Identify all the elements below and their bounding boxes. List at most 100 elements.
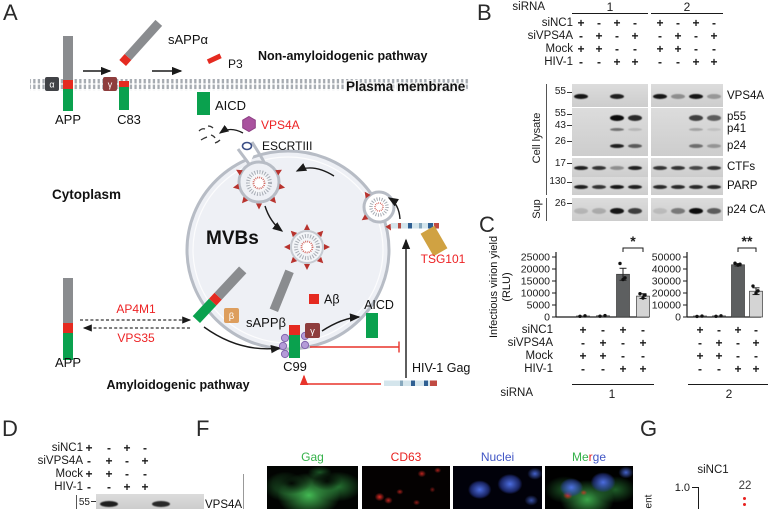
panel-label-d: D — [2, 416, 19, 441]
blot-band — [689, 184, 703, 189]
c-condition-toggle: + — [599, 349, 607, 363]
c-data-point — [583, 314, 587, 318]
blot-band — [574, 207, 588, 214]
plasma-membrane-band — [30, 79, 470, 91]
c-bar — [731, 264, 745, 318]
svg-text:Aβ: Aβ — [324, 293, 340, 307]
sappb-group: β sAPPβ — [192, 266, 294, 330]
hiv1-gag-label: HIV-1 Gag — [412, 361, 470, 375]
c-condition-toggle: + — [579, 323, 587, 337]
b-condition-toggle: + — [631, 29, 639, 43]
blot-band — [689, 94, 703, 100]
b-condition-toggle: + — [631, 55, 639, 69]
d-condition-toggle: + — [141, 454, 149, 468]
mvbs-label: MVBs — [206, 228, 259, 249]
g-data-point — [743, 497, 746, 500]
c-ylabel-line1: Infectious virion yield — [488, 236, 500, 338]
svg-text:APP: APP — [55, 355, 81, 370]
blot-band — [689, 114, 703, 121]
blot-band — [707, 94, 721, 100]
blot-band — [689, 127, 703, 131]
f-merge-label-part: r — [588, 450, 593, 464]
c-ytick-label: 50000 — [652, 252, 681, 264]
blot-band — [610, 94, 624, 100]
sirna-header-label: siRNA — [512, 1, 545, 13]
b-condition-toggle: - — [676, 55, 680, 69]
pocket-gag-spikes — [361, 191, 391, 231]
f-row-bracket — [243, 474, 245, 509]
blot-target-label: CTFs — [727, 161, 756, 173]
c83-group: γ C83 sAPPα — [103, 19, 209, 127]
c-condition-toggle: - — [717, 323, 721, 337]
sirna-group-1: 1 — [606, 0, 614, 14]
svg-text:AICD: AICD — [215, 98, 246, 113]
blot-band — [653, 207, 667, 214]
c-condition-toggle: + — [639, 336, 647, 350]
infectious-virion-charts: Infectious virion yield (RLU) 0500010000… — [488, 233, 763, 338]
b-condition-toggle: + — [595, 42, 603, 56]
b-condition-label: HIV-1 — [544, 56, 573, 68]
blot-target-label: p55 — [727, 111, 747, 124]
c-condition-toggle: - — [601, 362, 605, 376]
kda-marker: 26 — [554, 135, 566, 147]
c-condition-toggle: - — [641, 323, 645, 337]
blot-band — [628, 184, 642, 189]
b-condition-toggle: + — [613, 16, 621, 30]
arrow-gamma-aicd — [321, 313, 361, 332]
d-condition-toggle: - — [87, 454, 91, 468]
b-condition-toggle: - — [579, 29, 583, 43]
c-condition-toggle: - — [581, 336, 585, 350]
g-ylabel-fragment: ent — [643, 494, 655, 509]
d-blot-band — [152, 501, 170, 507]
d-condition-toggle: + — [141, 480, 149, 494]
sappa-label: sAPPα — [168, 32, 209, 47]
blot-image — [651, 158, 723, 177]
g-group-label: siNC1 — [697, 464, 729, 476]
kda-tick — [567, 91, 572, 93]
tsg101-box-icon — [420, 225, 448, 257]
c-condition-toggle: + — [579, 349, 587, 363]
panel-label-b: B — [477, 0, 493, 25]
b-condition-toggle: - — [633, 42, 637, 56]
pathway-diagram: Plasma membrane — [30, 19, 470, 392]
b-condition-toggle: - — [597, 55, 601, 69]
c-ytick-label: 30000 — [652, 276, 681, 288]
app-top-label: APP — [55, 112, 81, 127]
c-condition-toggle: - — [641, 349, 645, 363]
vps35-label: VPS35 — [117, 331, 155, 345]
blot-band — [628, 144, 642, 149]
f-merge-label-part: Me — [571, 450, 589, 464]
c-condition-toggle: - — [736, 349, 740, 363]
d-condition-toggle: + — [123, 480, 131, 494]
b-condition-toggle: + — [595, 29, 603, 43]
blot-band — [707, 165, 721, 170]
blot-target-label: p24 — [727, 139, 747, 152]
blot-band — [610, 114, 624, 121]
c-group1-underline — [572, 384, 654, 386]
c-data-point — [621, 277, 625, 282]
kda-tick — [567, 203, 572, 205]
blot-band — [653, 165, 667, 170]
blot-band — [610, 207, 624, 214]
escrtiii-ring-icon — [241, 141, 253, 151]
group2-underline — [651, 13, 723, 15]
c-bar — [712, 315, 726, 318]
g-ytick-mark — [692, 487, 698, 489]
c-condition-toggle: + — [734, 323, 742, 337]
b-condition-toggle: + — [577, 42, 585, 56]
b-condition-toggle: + — [710, 55, 718, 69]
blot-target-label: VPS4A — [727, 90, 765, 103]
b-condition-toggle: + — [692, 16, 700, 30]
g-yaxis — [698, 487, 700, 509]
g-ytick-label: 1.0 — [674, 482, 690, 494]
c-data-point — [641, 296, 645, 300]
d-condition-toggle: + — [85, 467, 93, 481]
c-condition-toggle: + — [734, 362, 742, 376]
b-condition-toggle: - — [694, 42, 698, 56]
c-ytick-label: 5000 — [527, 300, 551, 312]
panel-label-g: G — [640, 416, 658, 441]
blot-band — [574, 184, 588, 189]
kda-marker: 43 — [554, 119, 566, 131]
c-condition-toggle: - — [736, 336, 740, 350]
blot-band — [592, 207, 606, 214]
